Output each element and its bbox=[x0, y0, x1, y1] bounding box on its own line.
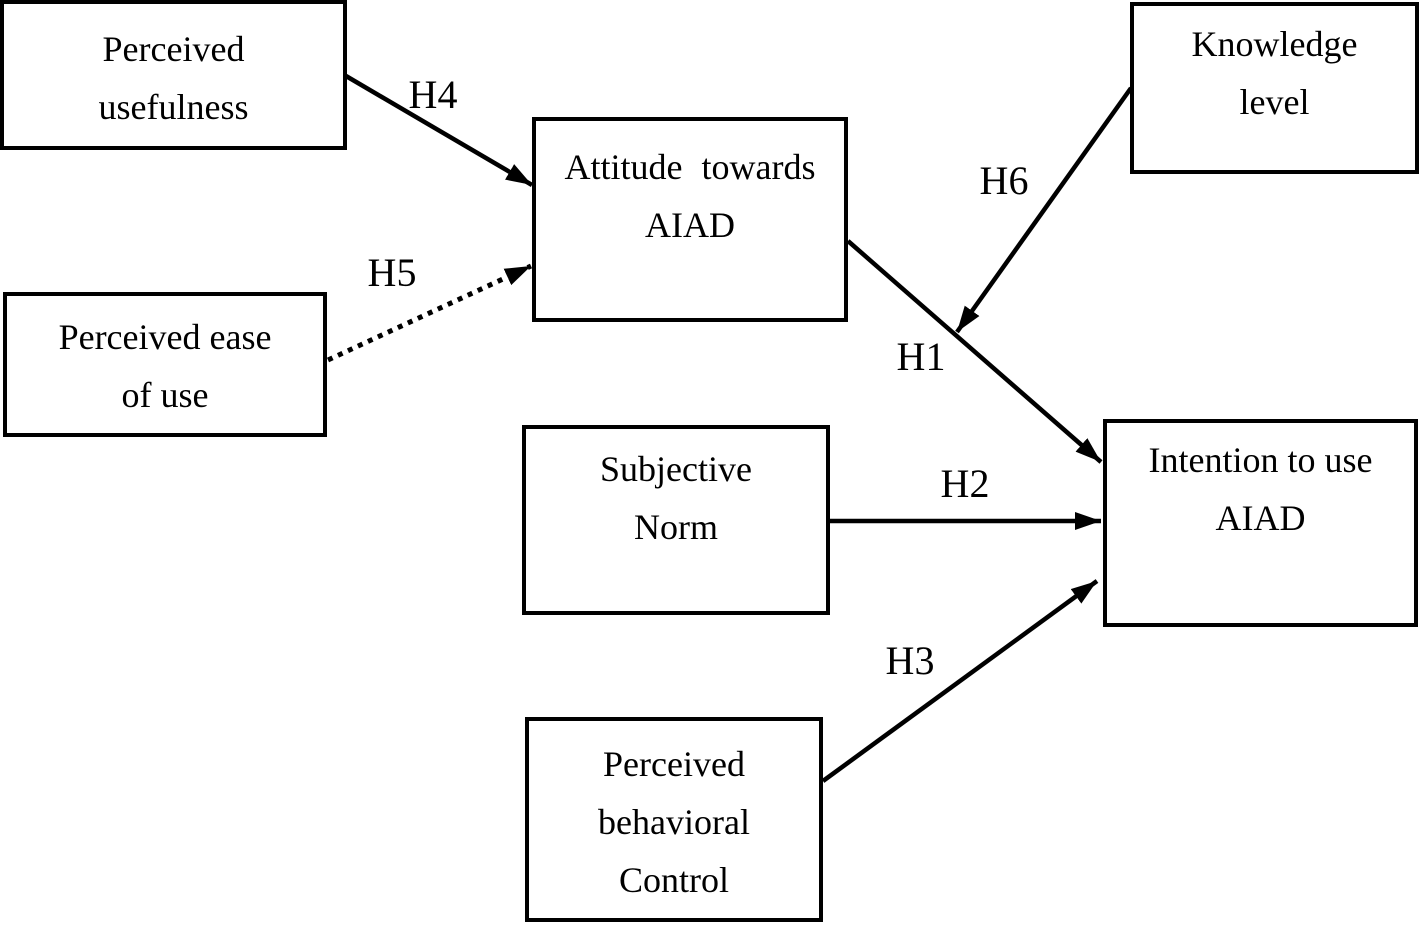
node-label-line: AIAD bbox=[645, 205, 735, 245]
node-perceived-usefulness: Perceived usefulness bbox=[0, 0, 347, 150]
node-label-line: Subjective bbox=[600, 449, 752, 489]
node-perceived-behavioral-control: Perceived behavioral Control bbox=[525, 717, 823, 922]
node-label-line: of use bbox=[121, 375, 209, 415]
node-attitude-towards-aiad: Attitude towards AIAD bbox=[532, 117, 848, 322]
node-label-line: Norm bbox=[634, 507, 718, 547]
arrow-h5-dotted bbox=[326, 263, 533, 363]
node-label-line: behavioral bbox=[598, 802, 750, 842]
node-label-line: level bbox=[1239, 82, 1310, 122]
node-label-line: Attitude towards bbox=[564, 147, 816, 187]
node-label-line: Control bbox=[618, 860, 729, 900]
node-label-line: usefulness bbox=[98, 87, 249, 127]
edge-label-h1: H1 bbox=[896, 334, 946, 379]
edge-label-h6: H6 bbox=[979, 158, 1029, 203]
node-knowledge-level: Knowledge level bbox=[1130, 2, 1419, 174]
node-label-line: Intention to use bbox=[1148, 440, 1373, 480]
edge-label-h4: H4 bbox=[408, 72, 458, 117]
node-label-line: Perceived bbox=[603, 744, 745, 784]
node-subjective-norm: Subjective Norm bbox=[522, 425, 830, 615]
edge-label-h3: H3 bbox=[885, 638, 935, 683]
arrow-h3 bbox=[821, 579, 1099, 783]
node-label-line: Perceived bbox=[102, 29, 245, 69]
node-perceived-ease-of-use: Perceived ease of use bbox=[3, 292, 327, 437]
arrow-h6-moderation bbox=[955, 86, 1133, 334]
edge-label-h5: H5 bbox=[367, 250, 417, 295]
node-label-line: Knowledge bbox=[1191, 24, 1358, 64]
node-label-line: Perceived ease bbox=[58, 317, 272, 357]
edge-label-h2: H2 bbox=[940, 461, 990, 506]
node-label-line: AIAD bbox=[1215, 498, 1306, 538]
node-intention-to-use-aiad: Intention to use AIAD bbox=[1103, 419, 1418, 627]
arrow-h1 bbox=[846, 239, 1103, 464]
